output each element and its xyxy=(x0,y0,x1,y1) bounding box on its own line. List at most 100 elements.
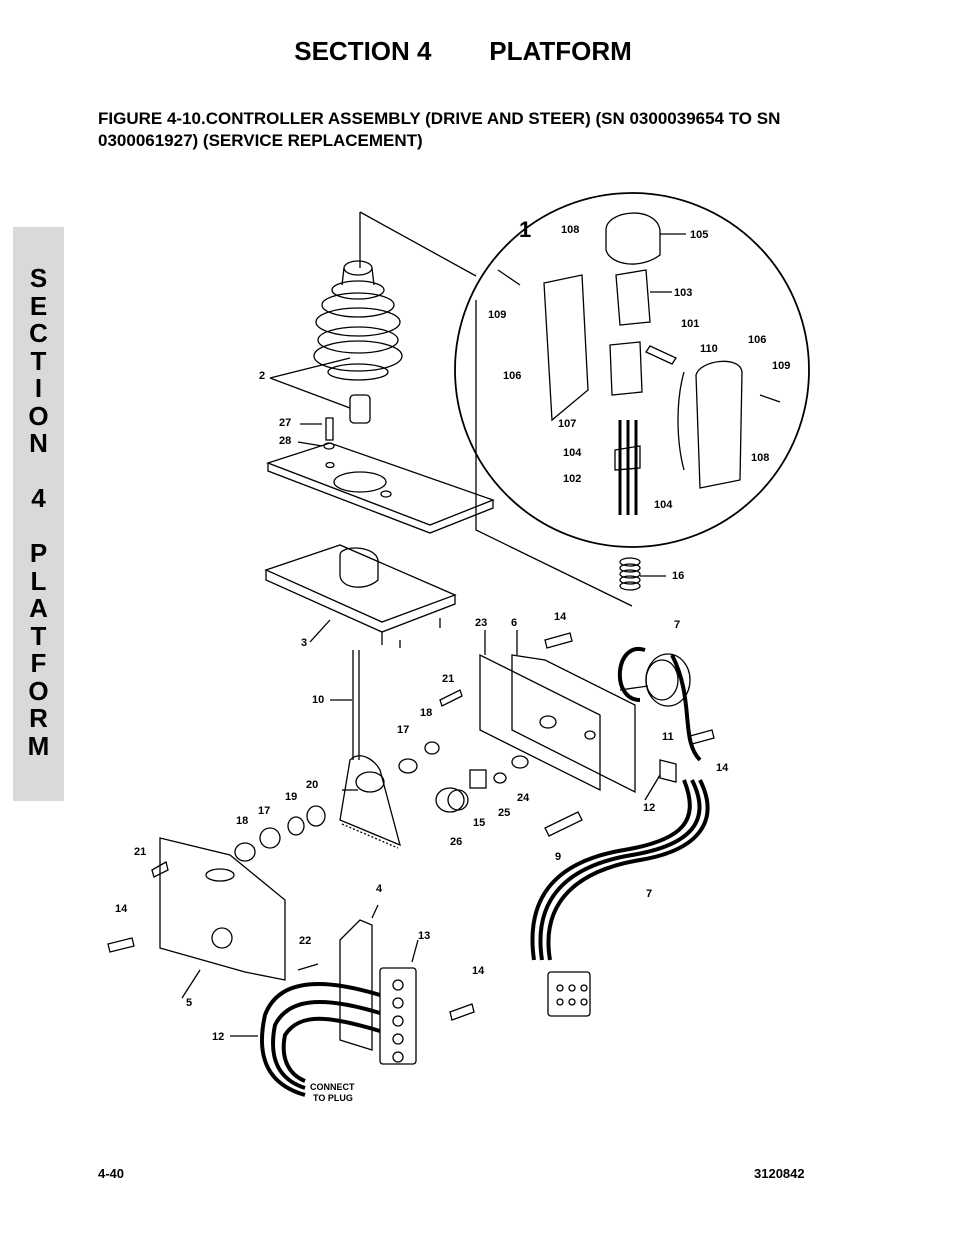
joystick-boot xyxy=(313,260,403,381)
document-number: 3120842 xyxy=(754,1166,805,1181)
section-title: SECTION 4 PLATFORM xyxy=(294,36,632,66)
cable-7 xyxy=(546,779,710,961)
callout-25: 25 xyxy=(498,807,510,819)
callout-19: 19 xyxy=(285,791,297,803)
figure-title: FIGURE 4-10.CONTROLLER ASSEMBLY (DRIVE A… xyxy=(98,109,781,150)
callout-108b: 108 xyxy=(751,452,769,464)
side-tab-letter: I xyxy=(34,373,43,403)
callout-22: 22 xyxy=(299,935,311,947)
side-tab-letter: R xyxy=(29,703,48,733)
boot-sleeve xyxy=(349,394,371,424)
callout-109b: 109 xyxy=(772,360,790,372)
housing-106-left xyxy=(543,274,589,422)
bushing-17 xyxy=(398,758,418,774)
plug-connector xyxy=(547,971,591,1017)
connect-note-line2: TO PLUG xyxy=(313,1093,353,1103)
screw-27 xyxy=(325,417,334,441)
side-tab-letter: T xyxy=(30,345,47,376)
side-tab-letter: L xyxy=(30,565,47,596)
side-tab-letter: O xyxy=(28,400,49,431)
callout-2: 2 xyxy=(259,370,265,382)
callout-18b: 18 xyxy=(236,815,248,827)
callout-23: 23 xyxy=(475,617,487,629)
callout-109a: 109 xyxy=(488,309,506,321)
side-tab-letter: T xyxy=(30,620,47,651)
side-tab-letter: 4 xyxy=(31,483,46,513)
detail-leader-top xyxy=(359,211,477,277)
gear-26 xyxy=(435,787,465,813)
side-tab-letter: S xyxy=(29,263,48,293)
callout-105: 105 xyxy=(690,229,708,241)
callout-12b: 12 xyxy=(212,1031,224,1043)
base-plate xyxy=(264,544,457,623)
callout-6: 6 xyxy=(511,617,517,629)
callout-14b: 14 xyxy=(716,762,729,774)
callout-9: 9 xyxy=(555,851,561,863)
side-tab-letter: F xyxy=(30,648,47,678)
pin-101 xyxy=(645,345,677,365)
callout-103: 103 xyxy=(674,287,692,299)
callout-21a: 21 xyxy=(442,673,454,685)
callout-7a: 7 xyxy=(674,619,680,631)
terminal-block-13 xyxy=(379,967,417,1065)
callout-18a: 18 xyxy=(420,707,432,719)
side-tab-letter: C xyxy=(29,318,48,348)
side-tab-letter: P xyxy=(29,538,48,568)
callout-107: 107 xyxy=(558,418,576,430)
callout-21b: 21 xyxy=(134,846,146,858)
callout-5: 5 xyxy=(186,997,192,1009)
mounting-plate-23 xyxy=(479,653,601,792)
line-art xyxy=(107,192,810,1097)
connect-note-line1: CONNECT xyxy=(310,1082,355,1092)
callout-14c: 14 xyxy=(115,903,128,915)
callout-26: 26 xyxy=(450,836,462,848)
screw-14-top xyxy=(544,632,573,649)
switch-107 xyxy=(609,341,643,396)
ring-20 xyxy=(306,805,326,827)
callout-15: 15 xyxy=(473,817,485,829)
callout-3: 3 xyxy=(301,637,307,649)
callout-14d: 14 xyxy=(472,965,485,977)
side-plate-5 xyxy=(159,837,286,981)
bracket-103 xyxy=(615,269,651,326)
screw-14-bottom xyxy=(449,1003,475,1021)
pin-21 xyxy=(439,689,463,707)
callout-104a: 104 xyxy=(563,447,582,459)
callout-20: 20 xyxy=(306,779,318,791)
washer-19 xyxy=(287,816,305,836)
detail-label: 1 xyxy=(519,217,531,242)
sector-gear xyxy=(339,755,401,847)
callout-14a: 14 xyxy=(554,611,567,623)
pin-21-lower xyxy=(151,861,169,878)
washer-28 xyxy=(323,442,335,450)
side-tab-letter: O xyxy=(28,675,49,706)
callout-17b: 17 xyxy=(258,805,270,817)
housing-106-right xyxy=(695,360,743,489)
spring-16 xyxy=(619,557,666,591)
side-tab-letter: A xyxy=(29,593,48,623)
callout-4: 4 xyxy=(376,883,383,895)
harness-left xyxy=(259,982,381,1097)
washer-18 xyxy=(424,741,440,755)
side-tab-letter: M xyxy=(27,730,50,761)
callout-10: 10 xyxy=(312,694,324,706)
spring-110 xyxy=(677,371,685,471)
callout-110: 110 xyxy=(700,343,718,355)
screw-14-left xyxy=(107,937,135,953)
screw-109-right xyxy=(759,394,781,403)
callout-28: 28 xyxy=(279,435,291,447)
callout-12a: 12 xyxy=(643,802,655,814)
bracket-11 xyxy=(659,759,677,783)
pin-22 xyxy=(297,963,319,971)
roll-pin-9 xyxy=(544,811,583,837)
bushing-17-lower xyxy=(259,827,281,849)
callout-101: 101 xyxy=(681,318,699,330)
callout-13: 13 xyxy=(418,930,430,942)
washer-25 xyxy=(493,772,507,784)
callout-7b: 7 xyxy=(646,888,652,900)
nut-24 xyxy=(511,755,529,769)
callout-16: 16 xyxy=(672,570,684,582)
